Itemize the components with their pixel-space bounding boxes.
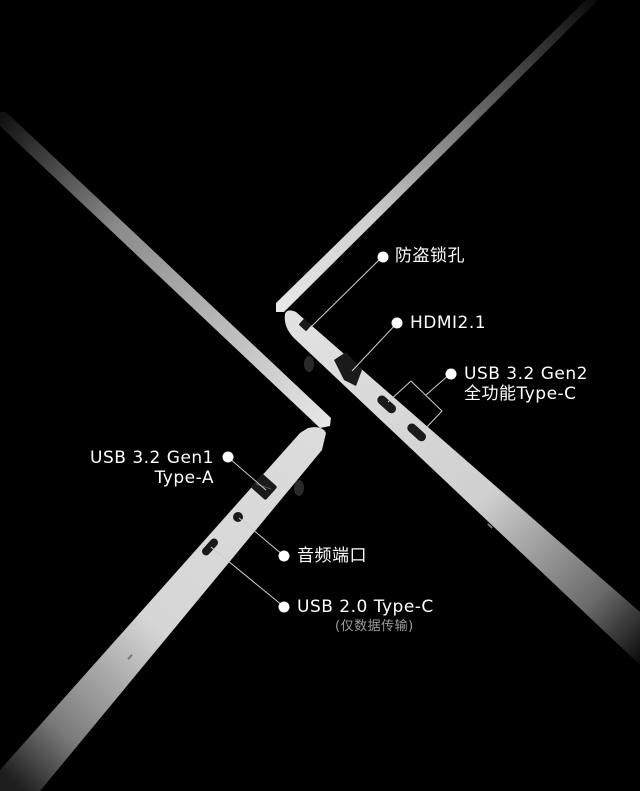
dot-security-lock bbox=[377, 251, 389, 263]
label-security-lock: 防盗锁孔 bbox=[395, 246, 465, 266]
label-usb-c-gen2-line2: 全功能Type-C bbox=[464, 384, 577, 404]
vent-mark bbox=[127, 654, 133, 660]
right-laptop-base bbox=[284, 310, 640, 665]
leader-usb-c-20 bbox=[210, 546, 284, 607]
leader-usb-a bbox=[228, 457, 267, 491]
security-lock-slot bbox=[299, 319, 311, 331]
label-usb-c-20: USB 2.0 Type-C (仅数据传输) bbox=[297, 597, 434, 637]
label-hdmi: HDMI2.1 bbox=[410, 313, 487, 333]
dot-usb-a bbox=[222, 451, 234, 463]
label-usb-c-20-line1: USB 2.0 Type-C bbox=[297, 597, 434, 617]
usb-c-gen2-port-1 bbox=[377, 395, 396, 414]
leader-hdmi bbox=[351, 322, 398, 372]
vent-mark bbox=[487, 523, 493, 529]
callout-dots bbox=[222, 251, 457, 613]
dot-usb-c-gen2 bbox=[445, 368, 457, 380]
usb-a-port-divider bbox=[255, 483, 272, 490]
label-usb-a: USB 3.2 Gen1 Type-A bbox=[90, 448, 214, 488]
leader-usb-c-gen2-stem bbox=[425, 373, 451, 396]
label-usb-a-line2: Type-A bbox=[154, 468, 214, 488]
dot-usb-c-20 bbox=[278, 601, 290, 613]
label-usb-c-gen2-line1: USB 3.2 Gen2 bbox=[464, 364, 588, 384]
hdmi-port bbox=[334, 352, 362, 386]
right-laptop-foot bbox=[304, 356, 314, 372]
leader-usb-c-gen2 bbox=[387, 380, 443, 430]
dot-hdmi bbox=[391, 317, 403, 329]
right-ports bbox=[299, 319, 493, 529]
label-usb-a-line1: USB 3.2 Gen1 bbox=[90, 448, 214, 468]
right-laptop bbox=[276, 0, 640, 665]
usb-c-2-port bbox=[201, 538, 219, 556]
usb-c-gen2-port-2 bbox=[407, 423, 426, 442]
label-audio: 音频端口 bbox=[297, 546, 367, 566]
left-laptop bbox=[0, 112, 331, 791]
leader-security-lock bbox=[310, 256, 383, 328]
left-laptop-base bbox=[0, 427, 326, 791]
label-usb-c-gen2: USB 3.2 Gen2 全功能Type-C bbox=[464, 364, 588, 404]
leader-audio bbox=[238, 517, 284, 556]
label-usb-c-20-note: (仅数据传输) bbox=[335, 619, 414, 634]
left-ports bbox=[127, 474, 277, 660]
leader-lines bbox=[210, 256, 451, 607]
dot-audio bbox=[278, 550, 290, 562]
left-laptop-lid bbox=[0, 112, 331, 428]
right-laptop-lid bbox=[276, 0, 598, 312]
left-laptop-foot bbox=[294, 480, 304, 496]
